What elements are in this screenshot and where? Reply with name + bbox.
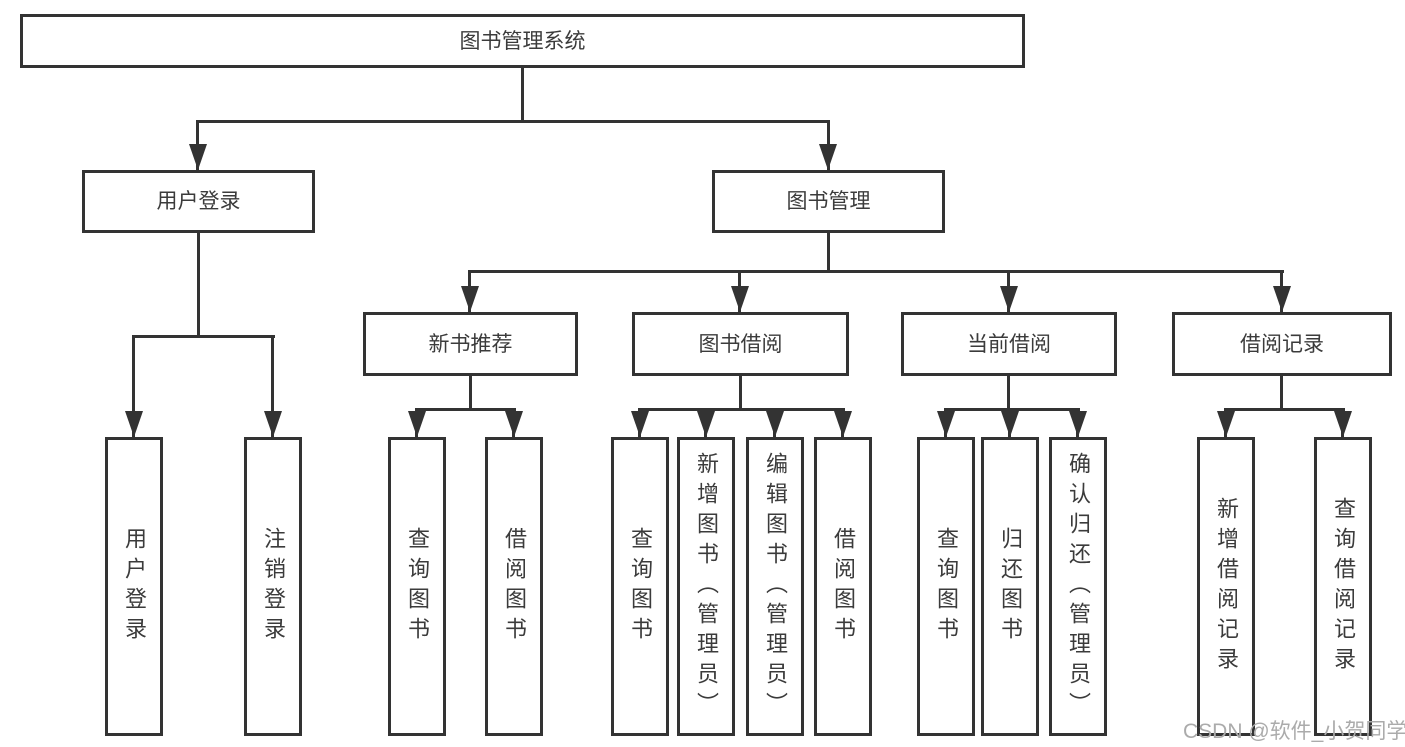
node-book-borrow: 图书借阅 <box>632 312 849 376</box>
node-leaf-return-book-label: 归还图书 <box>998 526 1023 647</box>
connector-book-mgmt-stem <box>827 233 830 270</box>
node-leaf-query-book-current: 查询图书 <box>917 437 975 736</box>
node-leaf-query-borrow-record-label: 查询借阅记录 <box>1331 496 1356 677</box>
connector-user-login-rail <box>133 335 275 338</box>
node-new-book-recommend: 新书推荐 <box>363 312 578 376</box>
connector-root-rail <box>197 120 830 123</box>
node-new-book-recommend-label: 新书推荐 <box>428 332 513 356</box>
node-leaf-query-book-borrow: 查询图书 <box>611 437 669 736</box>
node-library-system-label: 图书管理系统 <box>459 29 586 53</box>
connector-current-borrow-rail <box>944 408 1080 411</box>
node-library-system: 图书管理系统 <box>20 14 1025 68</box>
node-leaf-user-login-label: 用户登录 <box>122 526 147 647</box>
node-leaf-query-book-recommend: 查询图书 <box>388 437 446 736</box>
arrowhead-nb-borrow <box>505 411 523 437</box>
connector-drop-ul-logout <box>271 335 274 437</box>
arrowhead-user-login <box>189 144 207 170</box>
node-borrow-records-label: 借阅记录 <box>1240 332 1324 356</box>
node-leaf-query-borrow-record: 查询借阅记录 <box>1314 437 1372 736</box>
node-leaf-confirm-return-admin-label: 确认归还（管理员） <box>1066 451 1091 722</box>
node-book-management: 图书管理 <box>712 170 945 233</box>
arrowhead-ul-login <box>125 411 143 437</box>
connector-borrow-records-rail <box>1224 408 1345 411</box>
node-leaf-borrow-book-label: 借阅图书 <box>831 526 856 647</box>
connector-current-borrow-stem <box>1007 376 1010 408</box>
node-user-login-label: 用户登录 <box>156 190 241 213</box>
arrowhead-bb-edit <box>766 411 784 437</box>
node-current-borrow: 当前借阅 <box>901 312 1117 376</box>
node-leaf-borrow-book: 借阅图书 <box>814 437 872 736</box>
arrowhead-bb-borrow <box>834 411 852 437</box>
node-leaf-edit-book-admin-label: 编辑图书（管理员） <box>763 451 788 722</box>
node-leaf-borrow-book-recommend-label: 借阅图书 <box>502 526 527 647</box>
arrowhead-br-add <box>1217 411 1235 437</box>
node-leaf-query-book-current-label: 查询图书 <box>934 526 959 647</box>
connector-root-stem <box>521 68 524 120</box>
arrowhead-nb-query <box>408 411 426 437</box>
connector-book-mgmt-rail <box>468 270 1284 273</box>
arrowhead-bb-add <box>697 411 715 437</box>
node-leaf-add-borrow-record-label: 新增借阅记录 <box>1214 496 1239 677</box>
arrowhead-cb-confirm <box>1069 411 1087 437</box>
arrowhead-cb-return <box>1001 411 1019 437</box>
node-book-borrow-label: 图书借阅 <box>698 332 783 356</box>
arrowhead-br-query <box>1334 411 1352 437</box>
arrowhead-book-mgmt <box>819 144 837 170</box>
connector-book-borrow-rail <box>638 408 845 411</box>
node-leaf-query-book-borrow-label: 查询图书 <box>628 526 653 647</box>
node-leaf-edit-book-admin: 编辑图书（管理员） <box>746 437 804 736</box>
node-leaf-add-book-admin: 新增图书（管理员） <box>677 437 735 736</box>
arrowhead-bb-query <box>631 411 649 437</box>
arrowhead-ul-logout <box>264 411 282 437</box>
node-user-login: 用户登录 <box>82 170 315 233</box>
arrowhead-borrow-records <box>1273 286 1291 312</box>
node-leaf-logout-label: 注销登录 <box>261 526 286 647</box>
connector-drop-ul-login <box>132 335 135 437</box>
connector-borrow-records-stem <box>1280 376 1283 408</box>
arrowhead-book-borrow <box>731 286 749 312</box>
node-leaf-confirm-return-admin: 确认归还（管理员） <box>1049 437 1107 736</box>
node-leaf-query-book-recommend-label: 查询图书 <box>405 526 430 647</box>
node-leaf-add-book-admin-label: 新增图书（管理员） <box>694 451 719 722</box>
node-leaf-add-borrow-record: 新增借阅记录 <box>1197 437 1255 736</box>
node-current-borrow-label: 当前借阅 <box>967 332 1051 356</box>
connector-new-book-rail <box>416 408 516 411</box>
node-leaf-logout: 注销登录 <box>244 437 302 736</box>
connector-new-book-stem <box>469 376 472 408</box>
csdn-watermark: CSDN @软件_小贺同学 <box>1183 720 1405 743</box>
node-leaf-return-book: 归还图书 <box>981 437 1039 736</box>
connector-user-login-stem <box>197 233 200 335</box>
node-book-management-label: 图书管理 <box>786 190 871 213</box>
arrowhead-new-book <box>461 286 479 312</box>
connector-book-borrow-stem <box>739 376 742 408</box>
node-borrow-records: 借阅记录 <box>1172 312 1392 376</box>
node-leaf-user-login: 用户登录 <box>105 437 163 736</box>
arrowhead-cb-query <box>937 411 955 437</box>
arrowhead-current-borrow <box>1000 286 1018 312</box>
node-leaf-borrow-book-recommend: 借阅图书 <box>485 437 543 736</box>
